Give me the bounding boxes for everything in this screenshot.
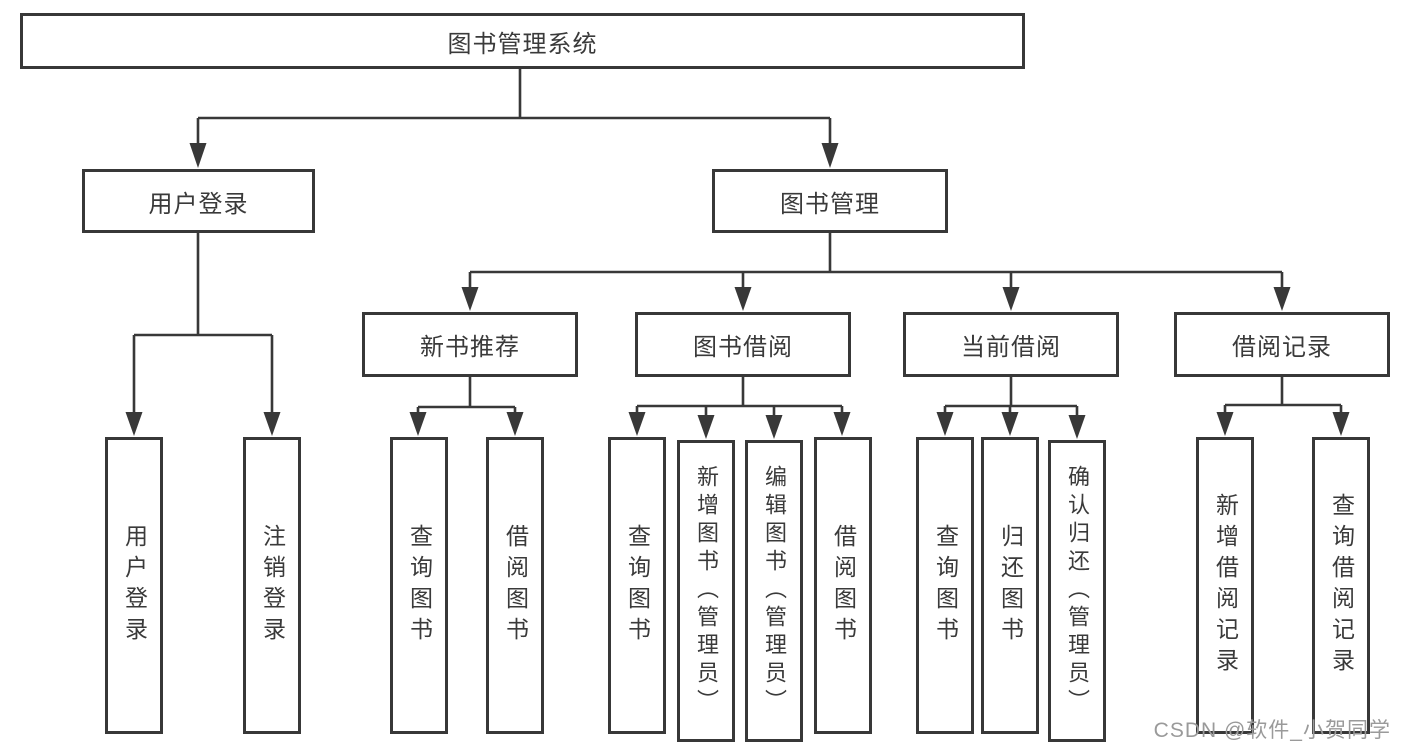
node-borrowing-records: 借阅记录 [1174,312,1390,377]
node-book-management-label: 图书管理 [780,190,880,218]
node-book-borrowing: 图书借阅 [635,312,851,377]
leaf-borrow-books-recommend: 借阅图书 [486,437,544,734]
leaf-query-books-current-label: 查询图书 [932,523,959,648]
leaf-query-books-recommend-label: 查询图书 [406,523,433,648]
node-user-login: 用户登录 [82,169,315,233]
arrowhead [833,412,851,436]
leaf-add-books-admin-label: 新增图书（管理员） [694,465,719,717]
connector-new-book-children [416,377,517,414]
arrowhead [125,412,143,436]
node-root: 图书管理系统 [20,13,1025,69]
node-root-label: 图书管理系统 [447,30,598,58]
leaf-add-borrow-record: 新增借阅记录 [1196,437,1254,734]
leaf-confirm-return-admin-label: 确认归还（管理员） [1065,465,1090,717]
connector-records-children [1223,377,1343,414]
node-current-borrowing-label: 当前借阅 [961,334,1061,361]
arrowhead [821,143,839,168]
connector-current-children [943,377,1079,416]
watermark: CSDN @软件_小贺同学 [1153,719,1391,742]
leaf-query-books-current: 查询图书 [916,437,974,734]
leaf-edit-books-admin-label: 编辑图书（管理员） [762,465,787,717]
arrowhead [263,412,281,436]
node-new-book-recommendation-label: 新书推荐 [420,334,520,361]
arrowhead [1332,412,1350,436]
leaf-borrow-books: 借阅图书 [814,437,872,734]
arrowhead [765,415,783,439]
node-borrowing-records-label: 借阅记录 [1232,334,1332,361]
leaf-user-login: 用户登录 [105,437,163,734]
arrowhead [628,412,646,436]
connector-borrow-children [635,377,844,416]
node-user-login-label: 用户登录 [148,190,249,218]
leaf-confirm-return-admin: 确认归还（管理员） [1048,440,1106,742]
leaf-edit-books-admin: 编辑图书（管理员） [745,440,803,742]
arrowhead [461,287,479,311]
leaf-logout: 注销登录 [243,437,301,734]
arrowhead [189,143,207,168]
leaf-query-borrow-record: 查询借阅记录 [1312,437,1370,734]
arrowhead [936,412,954,436]
leaf-borrow-books-label: 借阅图书 [830,523,857,648]
leaf-query-books-recommend: 查询图书 [390,437,448,734]
leaf-query-borrow-record-label: 查询借阅记录 [1328,492,1355,679]
arrowhead [1216,412,1234,436]
node-book-management: 图书管理 [712,169,948,233]
leaf-return-books-label: 归还图书 [997,523,1024,648]
arrowhead [734,287,752,311]
arrowhead [1001,412,1019,436]
arrowhead [697,415,715,439]
leaf-borrow-books-recommend-label: 借阅图书 [502,523,529,648]
node-current-borrowing: 当前借阅 [903,312,1119,377]
leaf-add-borrow-record-label: 新增借阅记录 [1212,492,1239,679]
leaf-query-books-borrow-label: 查询图书 [624,523,651,648]
arrowhead [506,412,524,436]
leaf-query-books-borrow: 查询图书 [608,437,666,734]
arrowhead [409,412,427,436]
node-book-borrowing-label: 图书借阅 [693,334,793,361]
leaf-return-books: 归还图书 [981,437,1039,734]
leaf-add-books-admin: 新增图书（管理员） [677,440,735,742]
connector-book-mgmt-children [468,233,1284,290]
arrowhead [1002,287,1020,311]
arrowhead [1273,287,1291,311]
leaf-logout-label: 注销登录 [259,523,286,648]
arrowhead [1068,415,1086,439]
connector-root-to-branches [196,69,832,146]
node-new-book-recommendation: 新书推荐 [362,312,578,377]
leaf-user-login-label: 用户登录 [121,523,148,648]
connector-user-login-children [132,233,274,416]
